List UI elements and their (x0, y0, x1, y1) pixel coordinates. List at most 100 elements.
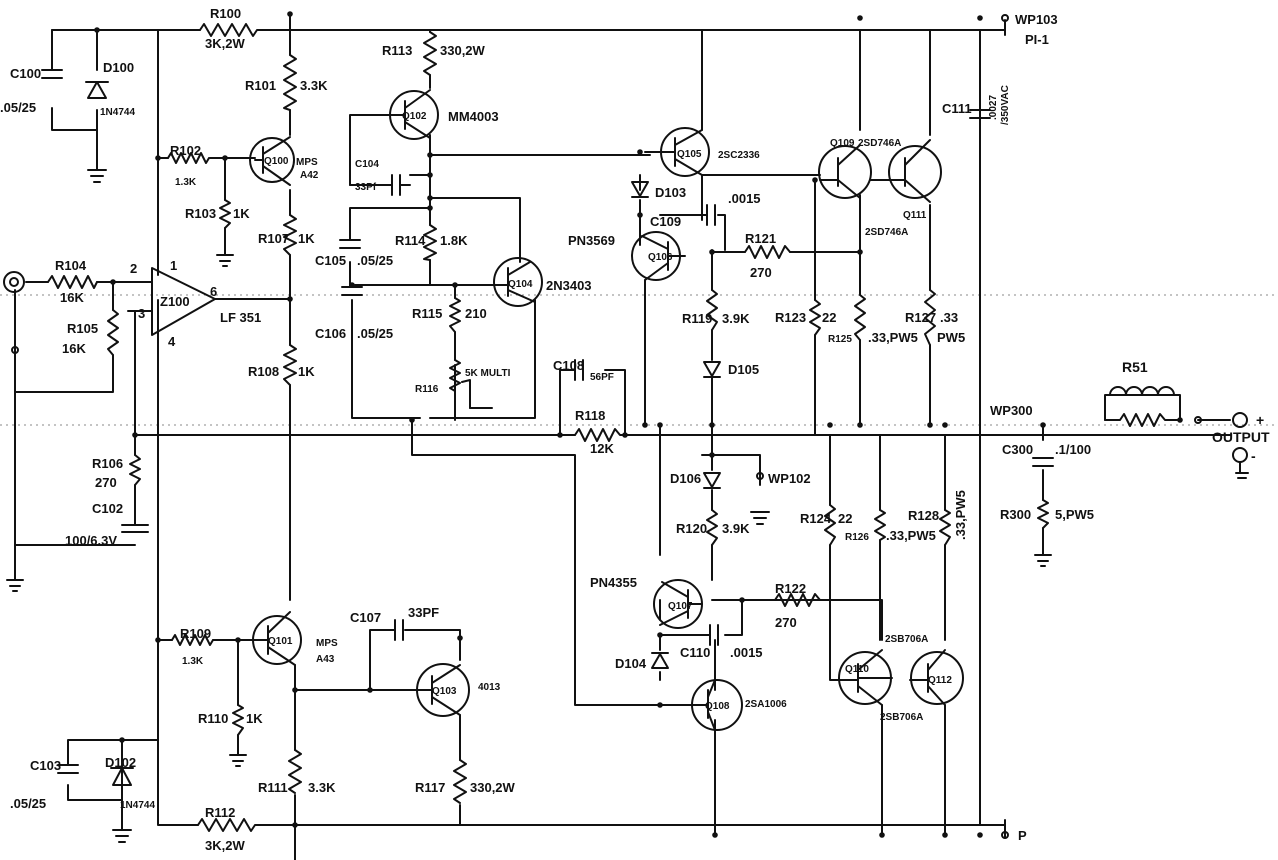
d100-diode (85, 81, 109, 99)
ground-symbols (6, 169, 1249, 843)
r113-label: R113 (382, 43, 412, 58)
r109-label: R109 (180, 626, 211, 641)
d102-label: D102 (105, 755, 136, 770)
r51-label: R51 (1122, 359, 1148, 375)
q110-value: 2SB706A (885, 634, 928, 645)
d104-diode (651, 652, 669, 669)
q107-label: Q107 (668, 601, 693, 612)
q106-label: Q106 (648, 252, 673, 263)
r121-label: R121 (745, 231, 776, 246)
r105-label: R105 (67, 321, 98, 336)
r300-value: 5,PW5 (1055, 507, 1094, 522)
q101-type-a: MPS (316, 638, 338, 649)
r105-zigzag (107, 309, 119, 356)
q103-transistor (414, 663, 470, 717)
c106-symbol (341, 286, 363, 296)
r126-zigzag (874, 509, 886, 541)
r127-zigzag (924, 289, 936, 346)
c105-value: .05/25 (357, 253, 393, 268)
c110-symbol (709, 624, 719, 646)
d105-diode (703, 361, 721, 378)
resistors (47, 23, 1181, 832)
r115-zigzag (449, 297, 461, 333)
r123-label: R123 (775, 310, 806, 325)
c300-symbol (1032, 457, 1054, 467)
wp103-label: WP103 (1015, 12, 1058, 27)
c110-value: .0015 (730, 645, 763, 660)
r105-value: 16K (62, 341, 86, 356)
r101-zigzag (283, 54, 297, 111)
r125-zigzag (854, 294, 866, 341)
r106-zigzag (129, 454, 141, 486)
r126-value: .33,PW5 (886, 528, 936, 543)
c109-value: .0015 (728, 191, 761, 206)
c102-label: C102 (92, 501, 123, 516)
q106-transistor (631, 231, 686, 281)
r51-zigzag (1104, 413, 1181, 427)
r110-label: R110 (198, 711, 228, 726)
r104-label: R104 (55, 258, 87, 273)
r114-value: 1.8K (440, 233, 468, 248)
terminals (3, 14, 1248, 839)
d104-label: D104 (615, 656, 647, 671)
q104-label: Q104 (508, 279, 533, 290)
q108-transistor (691, 679, 743, 731)
r110-value: 1K (246, 711, 263, 726)
r127-label: R127 (905, 310, 936, 325)
opamp-pin2: 2 (130, 261, 137, 276)
r127-rating: PW5 (937, 330, 965, 345)
q110-label: Q110 (845, 664, 869, 675)
r103-value: 1K (233, 206, 250, 221)
c107-symbol (394, 619, 404, 641)
d105-label: D105 (728, 362, 759, 377)
r116-label: R116 (415, 384, 439, 395)
r118-label: R118 (575, 408, 605, 423)
q105-transistor (659, 127, 710, 177)
r128-label: R128 (908, 508, 939, 523)
r108-label: R108 (248, 364, 279, 379)
q100-type-a: MPS (296, 157, 318, 168)
r51-inductor (1109, 386, 1175, 396)
diodes (85, 81, 721, 786)
c108-value: 56PF (590, 372, 614, 383)
r118-value: 12K (590, 441, 614, 456)
d102-value: 1N4744 (120, 800, 155, 811)
r117-value: 330,2W (470, 780, 516, 795)
q101-label: Q101 (268, 636, 293, 647)
r122-zigzag (774, 593, 821, 607)
output-label: OUTPUT (1212, 429, 1270, 445)
r123-value: 22 (822, 310, 836, 325)
r300-label: R300 (1000, 507, 1031, 522)
r112-value: 3K,2W (205, 838, 245, 853)
r125-label: R125 (828, 334, 852, 345)
d103-label: D103 (655, 185, 686, 200)
r104-zigzag (47, 275, 98, 289)
q110-transistor (838, 649, 893, 706)
r102-label: R102 (170, 143, 201, 158)
pi1-label: PI-1 (1025, 32, 1049, 47)
r128-value: .33,PW5 (953, 490, 968, 540)
q102-value: MM4003 (448, 109, 499, 124)
r123-zigzag (809, 299, 821, 336)
r100-label: R100 (210, 6, 241, 21)
r126-label: R126 (845, 532, 869, 543)
r122-value: 270 (775, 615, 797, 630)
r119-label: R119 (682, 311, 712, 326)
q112-value: 2SB706A (880, 712, 923, 723)
r121-zigzag (744, 245, 791, 259)
r103-label: R103 (185, 206, 216, 221)
c300-label: C300 (1002, 442, 1033, 457)
c300-value: .1/100 (1055, 442, 1091, 457)
c111-label: C111 (942, 101, 972, 116)
r107-zigzag (283, 214, 297, 256)
r102-value: 1.3K (175, 177, 197, 188)
r110-zigzag (232, 704, 244, 736)
r111-zigzag (288, 749, 302, 794)
c109-label: C109 (650, 214, 681, 229)
opamp-pin6: 6 (210, 284, 217, 299)
r111-value: 3.3K (308, 780, 336, 795)
r125-value: .33,PW5 (868, 330, 918, 345)
r116-wiper (461, 379, 471, 409)
r113-zigzag (423, 31, 437, 76)
q104-transistor (493, 257, 543, 307)
